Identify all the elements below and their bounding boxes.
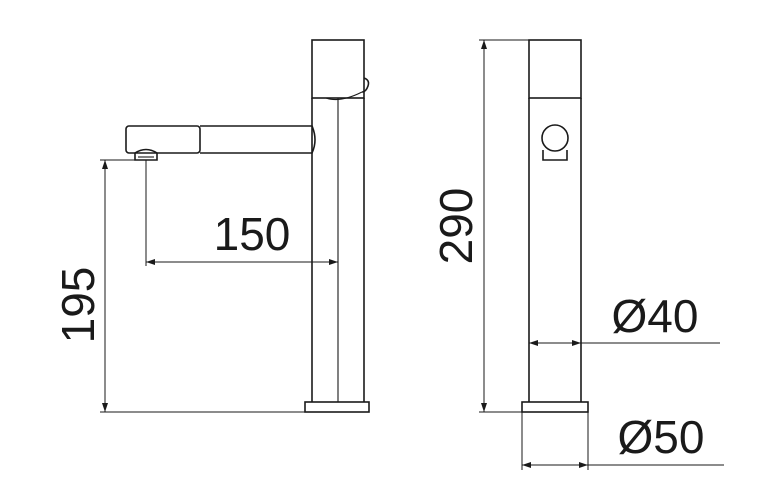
- total-arrow-top: [481, 40, 487, 49]
- body-arrow-right: [572, 340, 581, 346]
- side-spout-knurled: [125, 125, 201, 154]
- spout-height-label: 195: [52, 267, 104, 344]
- side-base-knurled: [304, 401, 370, 413]
- front-aerator: [542, 150, 568, 161]
- base-diameter-label: Ø50: [618, 411, 705, 463]
- side-spout: [200, 125, 316, 154]
- front-body: [528, 98, 582, 402]
- side-handle-curve: [325, 91, 363, 101]
- front-base-knurled: [521, 401, 589, 413]
- side-lever-tip: [361, 77, 370, 93]
- total-arrow-bottom: [481, 403, 487, 412]
- side-handle-knurled: [311, 39, 365, 99]
- front-handle-knurled: [528, 39, 582, 99]
- body-diameter-label: Ø40: [612, 290, 699, 342]
- side-view: 150 195: [52, 39, 370, 413]
- side-aerator: [134, 148, 158, 161]
- front-view: 290 Ø40 Ø50: [430, 39, 724, 470]
- base-arrow-left: [522, 462, 531, 468]
- spout-reach-label: 150: [214, 208, 291, 260]
- side-body: [311, 98, 365, 402]
- front-spout-end: [541, 124, 569, 152]
- reach-arrow-left: [146, 259, 155, 265]
- height-arrow-bottom: [102, 403, 108, 412]
- total-height-label: 290: [430, 188, 482, 265]
- body-arrow-left: [529, 340, 538, 346]
- reach-arrow-right: [329, 259, 338, 265]
- base-arrow-right: [579, 462, 588, 468]
- height-arrow-top: [102, 160, 108, 169]
